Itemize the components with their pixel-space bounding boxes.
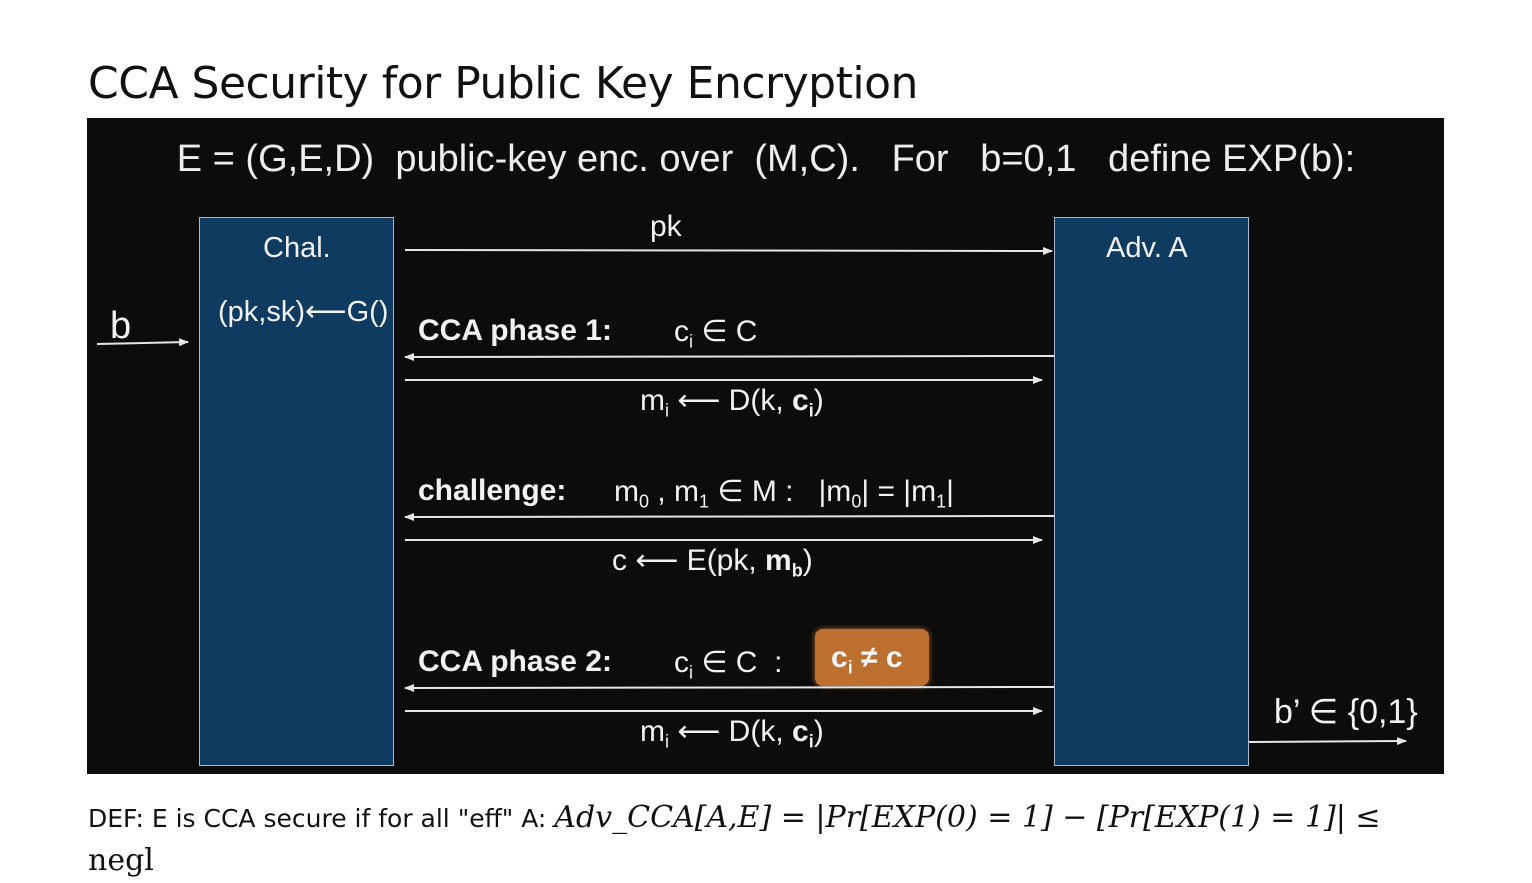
phase1-query-arrow	[404, 352, 1055, 361]
input-bit-arrow	[96, 338, 189, 347]
challenger-label: Chal.	[263, 232, 331, 264]
page-title: CCA Security for Public Key Encryption	[88, 58, 918, 109]
definition-tail: negl	[88, 843, 154, 878]
restriction-badge	[815, 629, 929, 686]
definition-text: DEF: E is CCA secure if for all "eff" A:…	[88, 797, 1418, 883]
challenge-response: c ⟵ E(pk, mb)	[612, 544, 813, 581]
phase2-response: mi ⟵ D(k, ci)	[640, 715, 824, 752]
challenger-box	[199, 217, 394, 766]
restriction-badge-text: ci ≠ c	[831, 641, 903, 678]
phase2-query: ci ∈ C :	[674, 646, 783, 683]
phase2-title: CCA phase 2:	[418, 645, 612, 678]
input-bit-label: b	[110, 305, 132, 347]
phase1-title: CCA phase 1:	[418, 314, 612, 347]
phase1-query: ci ∈ C	[674, 315, 758, 352]
phase2-query-arrow	[404, 683, 1055, 692]
challenge-title: challenge:	[418, 474, 567, 507]
definition-formula: Adv_CCA[A,E] = |Pr[EXP(0) = 1] − [Pr[EXP…	[554, 800, 1381, 835]
headline: E = (G,E,D) public-key enc. over (M,C). …	[176, 138, 1356, 180]
arrows-layer	[96, 246, 1407, 746]
definition-lead: DEF: E is CCA secure if for all "eff" A:	[88, 804, 555, 833]
pk-arrow	[404, 246, 1053, 255]
adversary-label: Adv. A	[1106, 232, 1188, 264]
challenge-query: m0 , m1 ∈ M : |m0| = |m1|	[614, 475, 954, 512]
output-arrow	[1248, 737, 1407, 746]
phase1-response: mi ⟵ D(k, ci)	[640, 384, 824, 421]
pk-label: pk	[650, 210, 682, 243]
adversary-box	[1054, 217, 1249, 766]
challenger-keygen: (pk,sk)⟵G()	[218, 296, 389, 328]
challenge-query-arrow	[404, 512, 1055, 521]
output-guess-label: b’ ∈ {0,1}	[1274, 693, 1418, 731]
